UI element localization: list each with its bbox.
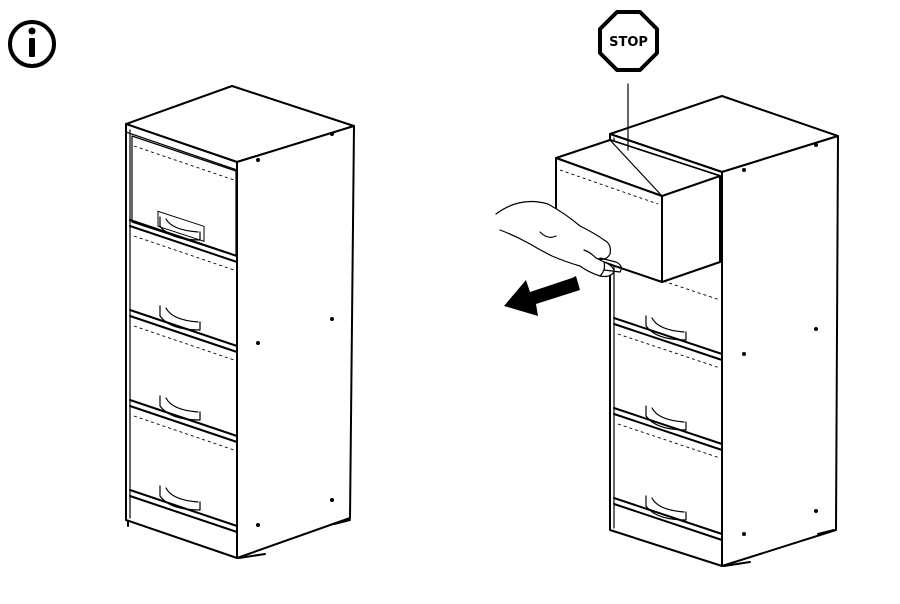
- stop-label: STOP: [609, 35, 648, 50]
- hand-icon: [495, 201, 622, 278]
- drawer-3: [129, 325, 238, 443]
- drawer-4: [129, 415, 238, 533]
- drawer-2: [129, 235, 238, 353]
- drawer-4-right: [613, 423, 723, 541]
- pull-direction-arrow-icon: [504, 276, 580, 316]
- cabinet-closed: [125, 85, 355, 559]
- drawer-2-right: [613, 265, 723, 361]
- pulled-drawer: [555, 139, 721, 283]
- info-icon: [8, 20, 56, 68]
- stop-octagon-icon: STOP: [598, 10, 659, 72]
- drawer-1: [129, 135, 238, 263]
- drawer-3-right: [613, 333, 723, 451]
- cabinet-top-drawer-pulled: [555, 83, 839, 567]
